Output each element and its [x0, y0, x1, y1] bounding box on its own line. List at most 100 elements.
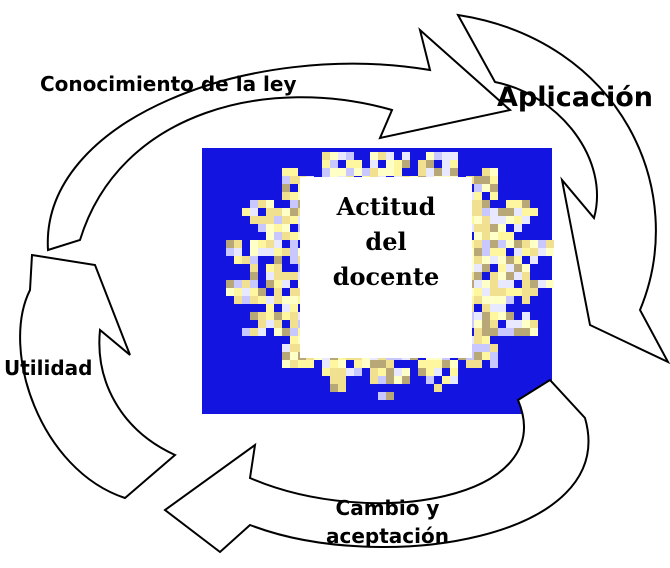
sun-pixel	[258, 328, 266, 336]
sun-pixel	[418, 360, 426, 368]
sun-pixel	[258, 200, 266, 208]
sun-pixel	[506, 312, 514, 320]
sun-pixel	[474, 352, 482, 360]
arrow-left	[19, 253, 177, 500]
sun-pixel	[482, 312, 490, 320]
sun-pixel	[474, 200, 482, 208]
sun-pixel	[474, 264, 482, 272]
sun-pixel	[386, 168, 394, 176]
sun-pixel	[522, 248, 530, 256]
sun-pixel	[338, 384, 346, 392]
sun-pixel	[490, 320, 498, 328]
sun-pixel	[234, 296, 242, 304]
label-cambio: Cambio y aceptación	[326, 494, 449, 550]
sun-pixel	[498, 280, 506, 288]
sun-pixel	[402, 368, 410, 376]
sun-pixel	[346, 160, 354, 168]
sun-pixel	[490, 280, 498, 288]
sun-pixel	[290, 360, 298, 368]
sun-pixel	[482, 344, 490, 352]
sun-pixel	[266, 248, 274, 256]
sun-pixel	[362, 360, 370, 368]
sun-pixel	[330, 168, 338, 176]
sun-pixel	[266, 320, 274, 328]
sun-pixel	[490, 184, 498, 192]
sun-pixel	[506, 256, 514, 264]
sun-pixel	[250, 312, 258, 320]
sun-pixel	[282, 232, 290, 240]
sun-pixel	[442, 360, 450, 368]
sun-pixel	[330, 360, 338, 368]
sun-pixel	[490, 216, 498, 224]
sun-pixel	[490, 360, 498, 368]
sun-pixel	[474, 344, 482, 352]
sun-pixel	[506, 320, 514, 328]
sun-pixel	[474, 256, 482, 264]
sun-pixel	[434, 368, 442, 376]
sun-pixel	[330, 376, 338, 384]
sun-pixel	[522, 216, 530, 224]
sun-pixel	[442, 152, 450, 160]
sun-pixel	[266, 200, 274, 208]
center-box: Actitud del docente	[300, 177, 472, 358]
sun-pixel	[482, 216, 490, 224]
sun-pixel	[474, 192, 482, 200]
sun-pixel	[490, 240, 498, 248]
sun-pixel	[274, 320, 282, 328]
sun-pixel	[282, 312, 290, 320]
sun-pixel	[490, 296, 498, 304]
center-line-3: docente	[332, 262, 440, 291]
sun-pixel	[274, 240, 282, 248]
sun-pixel	[242, 280, 250, 288]
sun-pixel	[266, 280, 274, 288]
sun-pixel	[290, 352, 298, 360]
sun-pixel	[546, 280, 554, 288]
sun-pixel	[338, 376, 346, 384]
sun-pixel	[482, 288, 490, 296]
sun-pixel	[290, 216, 298, 224]
sun-pixel	[322, 160, 330, 168]
sun-pixel	[514, 240, 522, 248]
sun-pixel	[498, 256, 506, 264]
sun-pixel	[482, 176, 490, 184]
sun-pixel	[274, 312, 282, 320]
sun-pixel	[250, 288, 258, 296]
label-cambio-line-2: aceptación	[326, 524, 449, 548]
sun-pixel	[426, 160, 434, 168]
sun-pixel	[274, 208, 282, 216]
sun-pixel	[290, 232, 298, 240]
center-line-1: Actitud	[336, 192, 436, 221]
sun-pixel	[282, 216, 290, 224]
sun-pixel	[514, 200, 522, 208]
sun-pixel	[482, 208, 490, 216]
sun-pixel	[226, 280, 234, 288]
sun-pixel	[490, 248, 498, 256]
sun-pixel	[434, 152, 442, 160]
sun-pixel	[514, 272, 522, 280]
sun-pixel	[522, 280, 530, 288]
sun-pixel	[242, 328, 250, 336]
sun-pixel	[506, 328, 514, 336]
sun-pixel	[474, 272, 482, 280]
label-conocimiento: Conocimiento de la ley	[40, 72, 297, 96]
sun-pixel	[434, 360, 442, 368]
sun-pixel	[530, 248, 538, 256]
sun-pixel	[522, 200, 530, 208]
sun-pixel	[290, 176, 298, 184]
sun-pixel	[386, 152, 394, 160]
arrow-right	[456, 13, 670, 365]
sun-pixel	[290, 240, 298, 248]
sun-pixel	[482, 264, 490, 272]
sun-pixel	[250, 216, 258, 224]
sun-pixel	[482, 200, 490, 208]
sun-pixel	[482, 224, 490, 232]
sun-pixel	[274, 216, 282, 224]
sun-pixel	[418, 160, 426, 168]
sun-pixel	[282, 192, 290, 200]
sun-pixel	[506, 216, 514, 224]
sun-pixel	[274, 232, 282, 240]
sun-pixel	[450, 168, 458, 176]
sun-pixel	[282, 360, 290, 368]
sun-pixel	[482, 168, 490, 176]
sun-pixel	[258, 248, 266, 256]
